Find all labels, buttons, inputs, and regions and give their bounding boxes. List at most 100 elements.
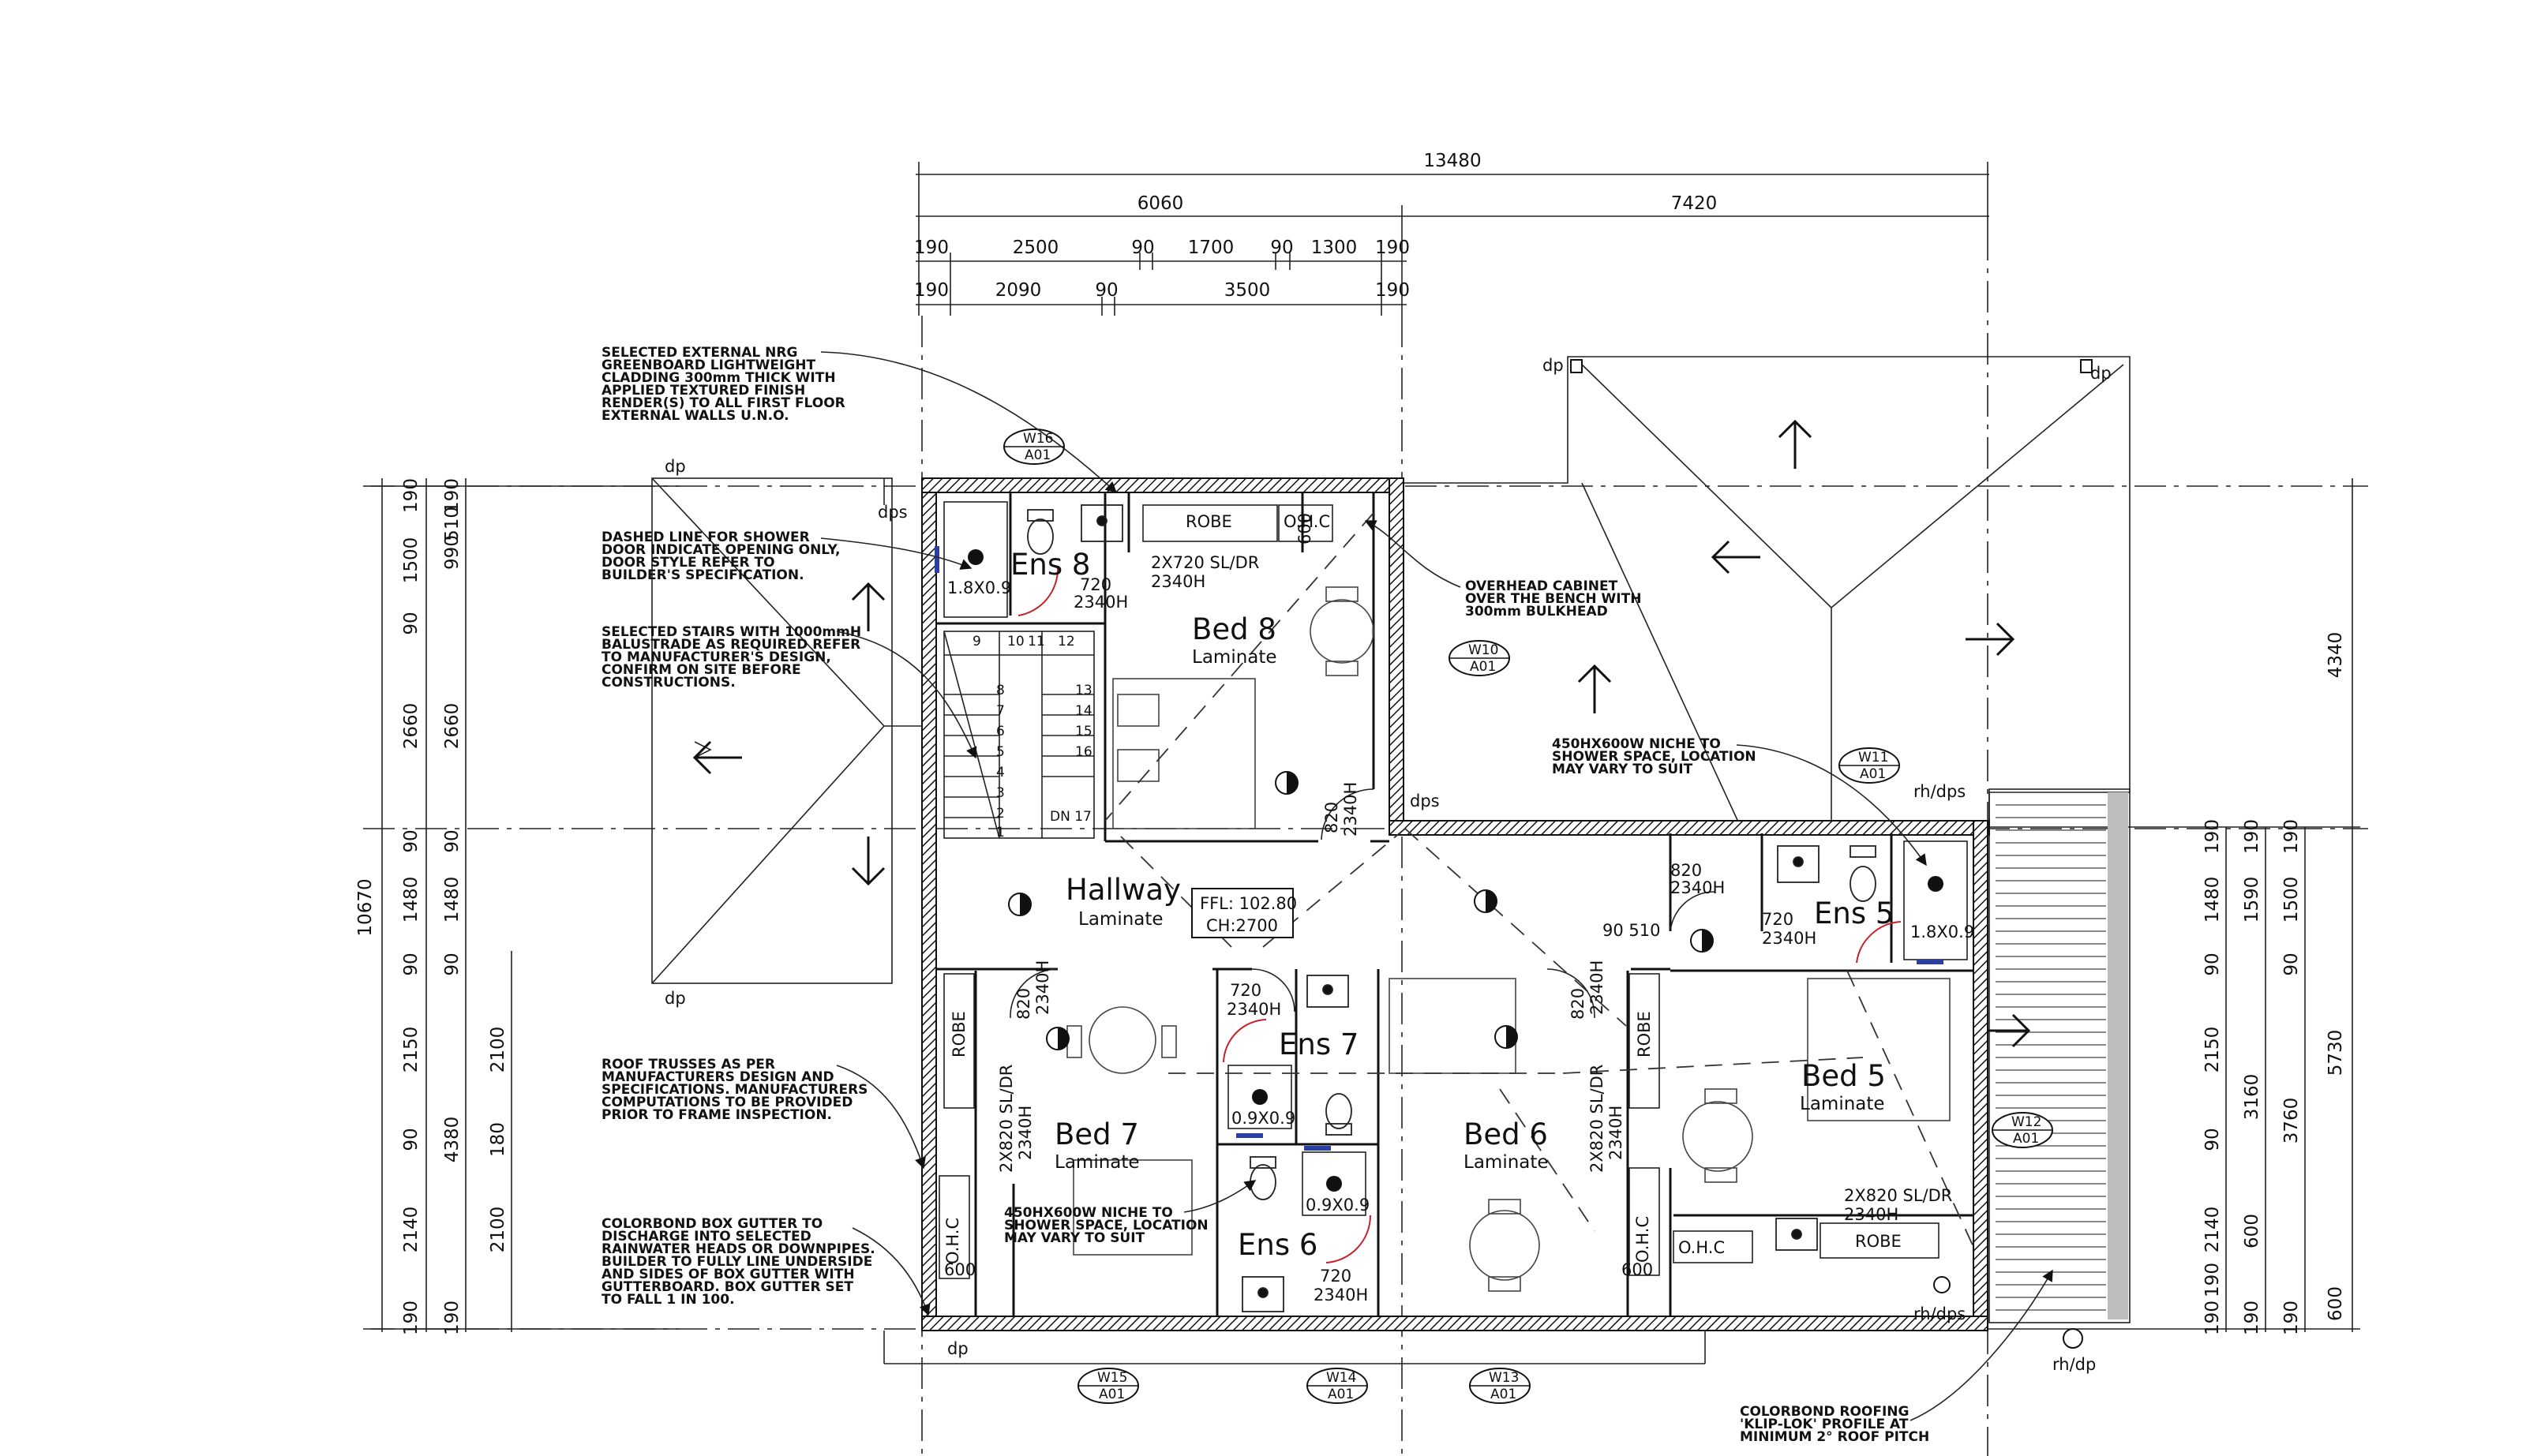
stair-number: 9: [973, 634, 981, 649]
robe-label: ROBE: [1635, 1011, 1654, 1057]
note-line: AND SIDES OF BOX GUTTER WITH: [602, 1267, 855, 1282]
dim-label: 2150: [2202, 1027, 2223, 1073]
door-size: 2340H: [1151, 572, 1205, 591]
dim-label: 190: [401, 1301, 422, 1335]
dps-label: dps: [878, 503, 908, 522]
stair-number: 12: [1058, 634, 1075, 649]
dp-label: dp: [665, 989, 686, 1008]
door-size: 820: [1670, 861, 1702, 880]
door-size: 2340H: [1033, 960, 1052, 1015]
note-line: APPLIED TEXTURED FINISH: [602, 383, 805, 399]
rh-dps-label: rh/dps: [1913, 782, 1966, 801]
stair-numbers: 9 10 11 12 13 14 15 16 8 7 6 5 4 3 2 1 D…: [973, 634, 1092, 840]
dim-label: 90: [401, 829, 422, 852]
room-floor-bed5: Laminate: [1800, 1094, 1885, 1114]
door-size: 2340H: [1762, 929, 1816, 948]
dim-label: 190: [2202, 1263, 2223, 1297]
note-line: 450HX600W NICHE TO: [1004, 1205, 1173, 1221]
ohc-label: O.H.C: [1678, 1238, 1725, 1257]
window-id: W12: [2011, 1114, 2041, 1130]
robes: ROBE ROBE ROBE ROBE O.H.C O.H.C O.H.C O.…: [939, 504, 1939, 1279]
door-size: 2340H: [1606, 1106, 1625, 1160]
dim-label: 600: [2325, 1286, 2346, 1321]
stair-number: 10: [1007, 634, 1025, 649]
room-labels: Ens 8 Bed 8 Laminate Hallway Laminate En…: [1010, 548, 1894, 1262]
window-tag: W13 A01: [1469, 1368, 1531, 1404]
note-line: SPECIFICATIONS. MANUFACTURERS: [602, 1082, 868, 1098]
door-size: 2X820 SL/DR: [1587, 1065, 1606, 1173]
window-sheet: A01: [2013, 1131, 2039, 1147]
dim-label: 2660: [442, 703, 463, 750]
note-line: CONSTRUCTIONS.: [602, 675, 736, 691]
ohc-label: O.H.C: [1284, 512, 1330, 531]
note-line: COMPUTATIONS TO BE PROVIDED: [602, 1095, 853, 1110]
dp-label: dp: [1542, 356, 1564, 375]
downpipe-labels: dp dp dp dp dps dps dp rh/dps rh/dps rh/…: [665, 356, 2112, 1374]
room-floor-bed6: Laminate: [1464, 1152, 1549, 1173]
dim-overall-depth: 10670: [355, 878, 376, 936]
dim-label: 2090: [995, 280, 1042, 301]
note-line: DISCHARGE INTO SELECTED: [602, 1229, 811, 1245]
dim-left-width: 6060: [1137, 193, 1184, 214]
door-size-labels: 2X720 SL/DR 2340H 720 2340H 2X820 SL/DR …: [944, 513, 1952, 1304]
ohc-label: O.H.C: [1633, 1216, 1652, 1263]
dim-label: 2500: [1013, 238, 1059, 258]
stair-number: 1: [996, 825, 1005, 840]
stair-number: 16: [1075, 744, 1092, 760]
showers: [935, 501, 1968, 1263]
ceiling-height-label: CH:2700: [1206, 916, 1278, 935]
dim-label: 90: [2202, 1128, 2223, 1151]
room-floor-bed8: Laminate: [1192, 647, 1277, 668]
note-line: BALUSTRADE AS REQUIRED REFER: [602, 637, 860, 653]
window-tag: W15 A01: [1077, 1368, 1139, 1404]
note-stairs: SELECTED STAIRS WITH 1000mmH BALUSTRADE …: [602, 624, 977, 759]
note-line: TO MANUFACTURER'S DESIGN,: [602, 649, 831, 665]
door-swings: [1010, 788, 1715, 1019]
note-roofing: COLORBOND ROOFING 'KLIP-LOK' PROFILE AT …: [1740, 1269, 2053, 1445]
note-line: 300mm BULKHEAD: [1465, 604, 1608, 619]
external-walls: [921, 477, 1990, 1331]
door-size: 2340H: [1314, 1286, 1368, 1304]
right-dimensions: 4340 5730 600 190 1480 90 2150 90 2140 1…: [1942, 478, 2360, 1335]
dim-label: 90: [401, 953, 422, 975]
dim-label: 510: [442, 507, 463, 541]
note-line: CONFIRM ON SITE BEFORE: [602, 662, 801, 678]
note-line: COLORBOND BOX GUTTER TO: [602, 1216, 823, 1232]
door-size: 720: [1230, 981, 1261, 1000]
door-size: 2340H: [1587, 960, 1606, 1015]
dim-label: 990: [442, 535, 463, 570]
note-gutter: COLORBOND BOX GUTTER TO DISCHARGE INTO S…: [602, 1216, 931, 1316]
window-tag: W14 A01: [1306, 1368, 1368, 1404]
rh-dp-label: rh/dp: [2052, 1355, 2096, 1374]
door-size: 2X820 SL/DR: [997, 1065, 1016, 1173]
window-tag: W16 A01: [1003, 429, 1065, 465]
note-line: 'KLIP-LOK' PROFILE AT: [1740, 1417, 1909, 1432]
door-size: 600: [944, 1260, 976, 1279]
note-line: MANUFACTURERS DESIGN AND: [602, 1069, 834, 1085]
roof-left: [651, 477, 922, 984]
stair-number: 3: [996, 785, 1005, 801]
door-size: 720: [1080, 575, 1111, 594]
door-size: 2340H: [1074, 593, 1128, 612]
note-line: SHOWER SPACE, LOCATION: [1552, 749, 1756, 765]
dim-label: 2140: [401, 1207, 422, 1253]
internal-walls: [936, 492, 1973, 1316]
window-sheet: A01: [1025, 447, 1051, 463]
shower-labels: 1.8X0.9 1.8X0.9 0.9X0.9 0.9X0.9: [947, 578, 1974, 1215]
dim-label: 190: [442, 478, 463, 513]
ohc-label: O.H.C: [943, 1218, 962, 1264]
note-line: ROOF TRUSSES AS PER: [602, 1057, 775, 1072]
dim-label: 190: [2281, 1301, 2302, 1335]
dim-label: 1480: [401, 877, 422, 923]
dp-label: dp: [665, 457, 686, 476]
door-size: 2340H: [1016, 1106, 1035, 1160]
dim-label: 4380: [442, 1117, 463, 1163]
dim-label: 1590: [2242, 877, 2262, 923]
window-tag: W10 A01: [1449, 640, 1510, 676]
dim-label: 90: [401, 1128, 422, 1151]
note-line: MAY VARY TO SUIT: [1552, 762, 1693, 777]
room-name-bed7: Bed 7: [1055, 1117, 1139, 1151]
note-niche-top: 450HX600W NICHE TO SHOWER SPACE, LOCATIO…: [1552, 736, 1927, 866]
dim-label: 3760: [2281, 1098, 2302, 1144]
note-line: TO FALL 1 IN 100.: [602, 1292, 735, 1308]
